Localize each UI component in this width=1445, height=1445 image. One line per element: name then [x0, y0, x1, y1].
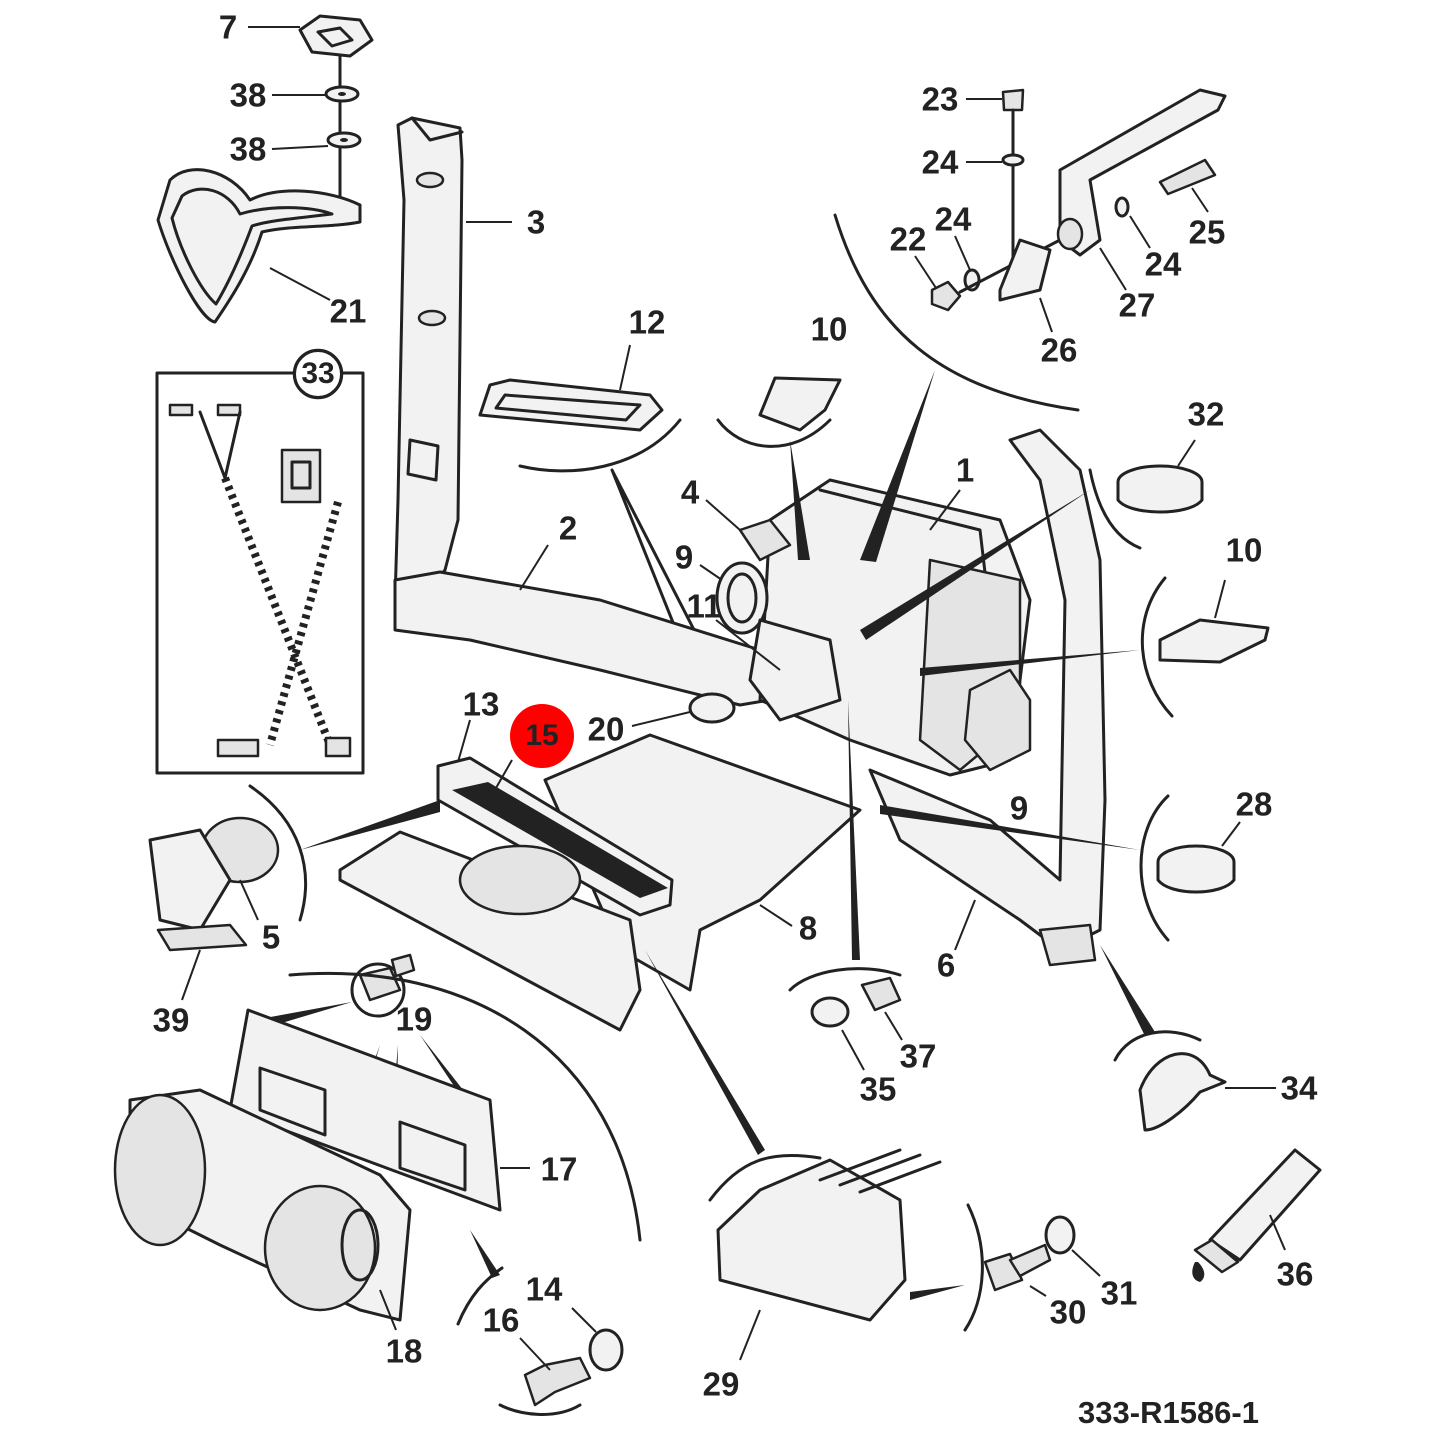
callout-19: 19	[395, 1000, 433, 1038]
callout-22: 22	[889, 220, 927, 258]
callout-32: 32	[1187, 395, 1225, 433]
callout-24: 24	[1144, 245, 1182, 283]
callout-25: 25	[1188, 213, 1226, 251]
callout-13: 13	[462, 685, 500, 723]
callout-9: 9	[674, 538, 694, 576]
callout-10: 10	[810, 310, 848, 348]
callout-38: 38	[229, 76, 267, 114]
callout-28: 28	[1235, 785, 1273, 823]
part-15-filter-element	[452, 759, 668, 898]
callout-9: 9	[1009, 789, 1029, 827]
part-35-37-washer-nut	[788, 700, 903, 1071]
callout-29: 29	[702, 1365, 740, 1403]
callout-39: 39	[152, 1001, 190, 1039]
part-9-hose-upper	[699, 561, 769, 635]
detail-arc-top	[833, 213, 1080, 412]
callout-31: 31	[1100, 1274, 1138, 1312]
callout-21: 21	[329, 292, 367, 330]
part-10-clip-right	[920, 576, 1270, 718]
part-3-pillar	[393, 116, 512, 602]
callout-18: 18	[385, 1332, 423, 1370]
part-24-washer-right	[1114, 196, 1151, 249]
callout-12: 12	[628, 303, 666, 341]
callout-5: 5	[261, 918, 281, 956]
part-36-sealant-tube	[1192, 1148, 1322, 1282]
callout-20: 20	[587, 710, 625, 748]
part-4-valve	[705, 499, 792, 562]
part-5-actuator	[148, 784, 440, 932]
callout-27: 27	[1118, 286, 1156, 324]
part-11-tube	[715, 618, 842, 722]
callout-38: 38	[229, 130, 267, 168]
part-23-bolt	[966, 88, 1025, 292]
part-28-plug	[880, 794, 1241, 942]
callout-11: 11	[686, 587, 722, 625]
callout-15: 15	[510, 704, 574, 768]
part-20-clamp	[631, 692, 736, 727]
callout-33: 33	[294, 350, 342, 398]
part-29-resistor	[645, 950, 942, 1361]
callout-36: 36	[1276, 1255, 1314, 1293]
part-30-screw	[983, 1243, 1052, 1297]
part-21-seal	[156, 168, 362, 324]
part-39-bracket	[156, 923, 248, 1001]
callout-1: 1	[955, 451, 975, 489]
part-25-bolt	[1158, 158, 1217, 213]
part-38-washers	[271, 85, 362, 150]
part-18-blower-motor	[113, 1088, 412, 1331]
callout-4: 4	[680, 473, 700, 511]
part-27-bracket	[1056, 88, 1227, 291]
part-32-plug	[860, 439, 1204, 640]
callout-8: 8	[798, 909, 818, 947]
part-10-clip-upper	[716, 376, 842, 560]
part-17-mounting-plate	[228, 1008, 530, 1212]
callout-16: 16	[482, 1301, 520, 1339]
part-34-seal	[1100, 945, 1276, 1132]
callout-23: 23	[921, 80, 959, 118]
callout-3: 3	[526, 203, 546, 241]
part-33-harness-inset	[155, 348, 365, 775]
callout-14: 14	[525, 1270, 563, 1308]
callout-17: 17	[540, 1150, 578, 1188]
callout-24: 24	[921, 143, 959, 181]
part-22-nut	[914, 255, 962, 312]
callout-24: 24	[934, 200, 972, 238]
callout-7: 7	[218, 8, 238, 46]
detail-pointer-top	[860, 370, 935, 562]
part-24-washer-top	[966, 153, 1025, 167]
part-7-plate	[248, 14, 374, 212]
callout-6: 6	[936, 946, 956, 984]
part-12-gasket	[478, 344, 732, 702]
callout-10: 10	[1225, 531, 1263, 569]
blower-housing	[338, 830, 642, 1032]
part-14-16-fasteners	[288, 971, 642, 1416]
callout-34: 34	[1280, 1069, 1318, 1107]
callout-37: 37	[899, 1037, 937, 1075]
part-31-washer	[910, 1203, 1101, 1332]
callout-35: 35	[859, 1070, 897, 1108]
callout-30: 30	[1049, 1293, 1087, 1331]
part-26-clip	[998, 238, 1053, 333]
part-2-duct	[393, 544, 772, 707]
callout-2: 2	[558, 509, 578, 547]
drawing-code: 333-R1586-1	[1078, 1395, 1259, 1430]
callout-26: 26	[1040, 331, 1078, 369]
